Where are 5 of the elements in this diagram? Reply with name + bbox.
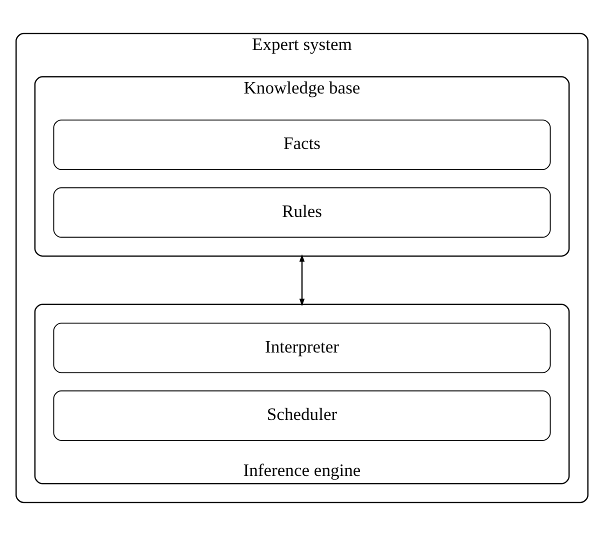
node-box: Interpreter [53, 322, 551, 373]
node-box: Scheduler [53, 390, 551, 440]
node-box: Facts [53, 119, 551, 170]
arrow [299, 254, 305, 306]
node-box: Rules [53, 186, 551, 238]
